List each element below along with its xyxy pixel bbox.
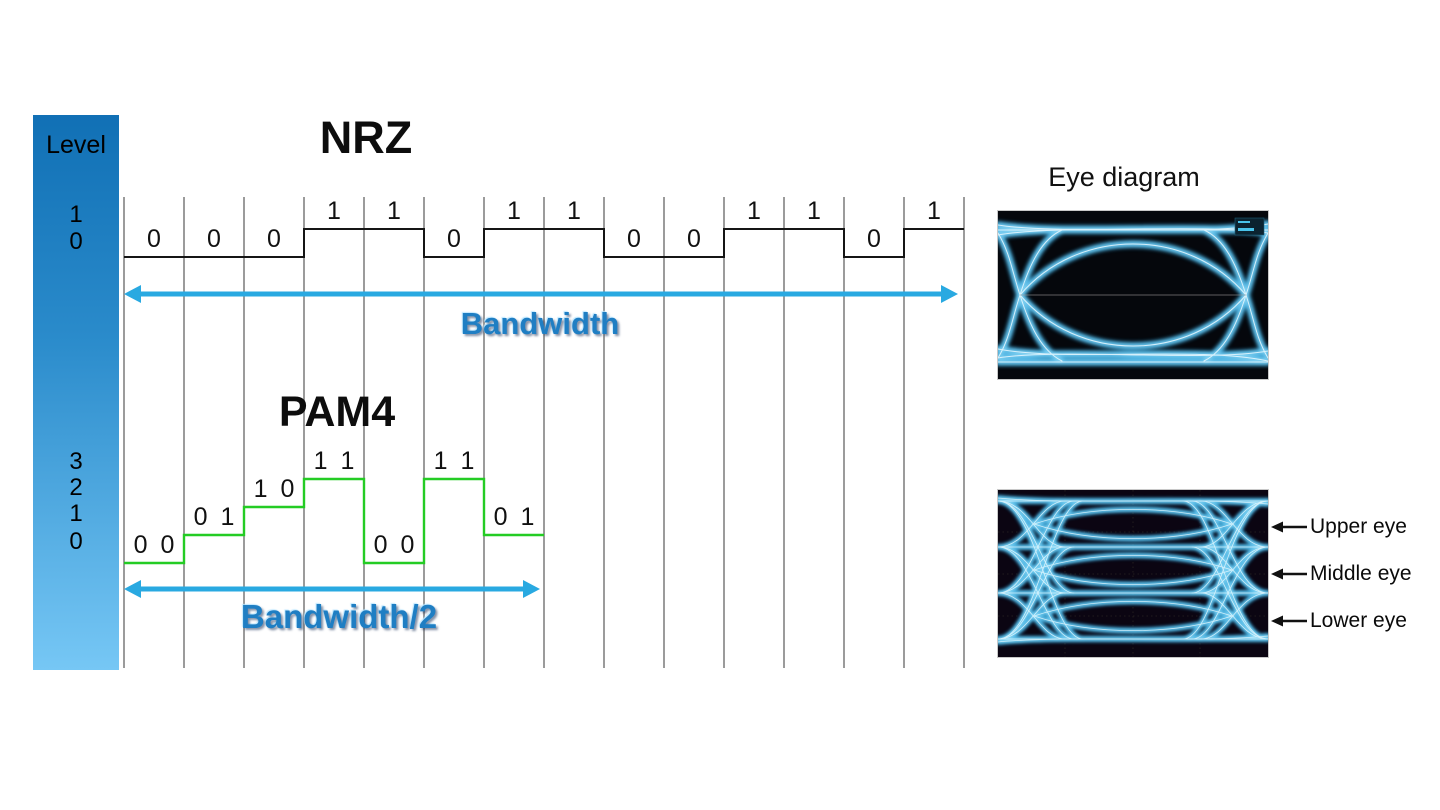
nrz-bit-label: 0 <box>627 225 641 253</box>
level-bar <box>33 115 119 670</box>
grid-line <box>663 197 665 668</box>
eye-label: Middle eye <box>1310 562 1412 585</box>
level-bar-title: Level <box>46 131 106 159</box>
nrz-eye-diagram <box>997 210 1269 380</box>
level-axis-label: 1 <box>69 500 83 527</box>
nrz-bit-label: 1 <box>327 197 341 225</box>
nrz-bit-label: 1 <box>747 197 761 225</box>
left-arrow-icon <box>1271 615 1307 627</box>
nrz-bit-label: 1 <box>927 197 941 225</box>
pam4-symbol-label: 1 1 <box>433 447 475 475</box>
scope-legend-box <box>1234 217 1265 236</box>
grid-line <box>183 197 185 668</box>
grid-line <box>483 197 485 668</box>
nrz-bit-label: 1 <box>507 197 521 225</box>
eye-label: Upper eye <box>1310 515 1407 538</box>
nrz-bit-label: 0 <box>687 225 701 253</box>
pam4-waveform <box>124 477 544 565</box>
pam4-symbol-label: 0 0 <box>373 531 415 559</box>
nrz-waveform <box>124 228 964 258</box>
left-arrow-icon <box>1271 568 1307 580</box>
pam4-symbol-label: 0 1 <box>493 503 535 531</box>
nrz-bit-label: 1 <box>807 197 821 225</box>
nrz-bit-label: 0 <box>447 225 461 253</box>
nrz-bit-label: 0 <box>867 225 881 253</box>
grid-line <box>123 197 125 668</box>
left-arrow-icon <box>1271 521 1307 533</box>
level-axis-label: 0 <box>69 528 83 555</box>
level-axis-label: 2 <box>69 474 83 501</box>
eye-diagram-title: Eye diagram <box>1048 162 1200 192</box>
bandwidth-half-arrow <box>124 580 540 598</box>
pam4-title: PAM4 <box>278 388 396 436</box>
bandwidth-half-label: Bandwidth/2 <box>240 598 438 635</box>
grid-line <box>603 197 605 668</box>
nrz-bit-label: 1 <box>567 197 581 225</box>
pam4-symbol-label: 1 1 <box>313 447 355 475</box>
grid-line <box>783 197 785 668</box>
grid-line <box>423 197 425 668</box>
bandwidth-arrow <box>124 285 958 303</box>
level-axis-label: 1 <box>69 201 83 228</box>
grid-line <box>963 197 965 668</box>
eye-label-row: Lower eye <box>1271 608 1407 634</box>
pam4-symbol-label: 0 1 <box>193 503 235 531</box>
nrz-bit-label: 0 <box>267 225 281 253</box>
grid-line <box>303 197 305 668</box>
bandwidth-label: Bandwidth <box>460 306 620 341</box>
pam4-eye-diagram <box>997 489 1269 658</box>
level-axis-label: 0 <box>69 228 83 255</box>
nrz-title: NRZ <box>319 112 413 163</box>
pam4-symbol-label: 0 0 <box>133 531 175 559</box>
nrz-bit-label: 0 <box>207 225 221 253</box>
eye-label-row: Middle eye <box>1271 561 1412 587</box>
nrz-bit-label: 1 <box>387 197 401 225</box>
pam4-symbol-label: 1 0 <box>253 475 295 503</box>
grid-line <box>723 197 725 668</box>
eye-label: Lower eye <box>1310 609 1407 632</box>
grid-line <box>903 197 905 668</box>
eye-label-row: Upper eye <box>1271 514 1407 540</box>
grid-line <box>543 197 545 668</box>
nrz-bit-label: 0 <box>147 225 161 253</box>
level-axis-label: 3 <box>69 448 83 475</box>
grid-line <box>243 197 245 668</box>
grid-line <box>843 197 845 668</box>
grid-line <box>363 197 365 668</box>
